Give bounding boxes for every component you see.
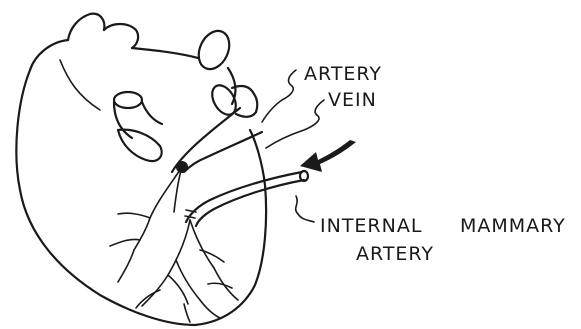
artery-label-2: ARTERY xyxy=(356,243,434,265)
heart-outline xyxy=(16,14,266,325)
black-arrow-icon xyxy=(300,140,356,172)
internal-mammary-artery-graft xyxy=(185,171,308,226)
mammary-leader-line xyxy=(296,196,314,222)
vein-leader-line xyxy=(266,100,324,148)
artery-leader-line xyxy=(262,70,296,122)
coronary-vessels xyxy=(110,108,262,322)
artery-label: ARTERY xyxy=(304,63,382,85)
internal-label: INTERNAL xyxy=(320,215,422,237)
mammary-label: MAMMARY xyxy=(460,215,566,237)
vein-label: VEIN xyxy=(328,89,377,111)
